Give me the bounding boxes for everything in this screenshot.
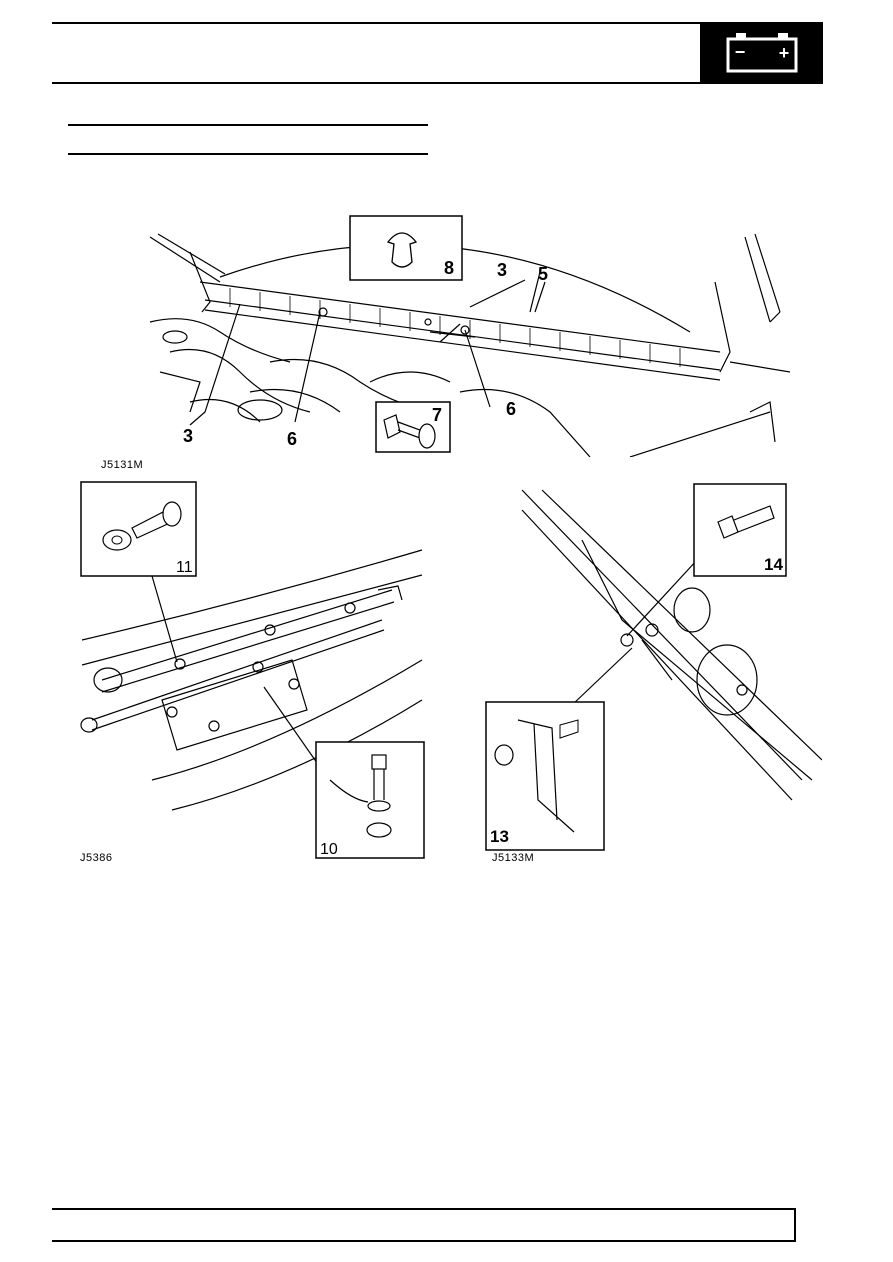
callout-11: 11 bbox=[176, 559, 193, 576]
wiper-linkage-illustration: 11 10 bbox=[80, 481, 425, 859]
callout-13: 13 bbox=[490, 827, 509, 846]
section-badge: − + bbox=[700, 22, 823, 84]
callout-14: 14 bbox=[764, 555, 783, 574]
battery-icon: − + bbox=[726, 33, 798, 73]
scuttle-illustration: 8 3 5 3 6 6 7 bbox=[149, 215, 791, 458]
header-top-rule bbox=[52, 22, 822, 24]
callout-7: 7 bbox=[432, 405, 442, 425]
title-rule-lower bbox=[68, 153, 428, 155]
header-bottom-rule bbox=[52, 82, 822, 84]
figure-code-j5386: J5386 bbox=[80, 852, 113, 864]
callout-6-left: 6 bbox=[287, 429, 297, 449]
battery-minus-label: − bbox=[735, 42, 746, 62]
figure-scuttle-panel: 8 3 5 3 6 6 7 bbox=[130, 212, 791, 458]
figure-code-j5131m: J5131M bbox=[101, 459, 144, 471]
figure-code-j5133m: J5133M bbox=[492, 852, 535, 864]
motor-mounting-illustration: 14 13 bbox=[485, 483, 823, 851]
figure-motor-mounting: 14 13 bbox=[482, 480, 823, 860]
callout-5: 5 bbox=[538, 264, 548, 284]
figure-wiper-linkage: 11 10 bbox=[72, 480, 432, 860]
callout-10: 10 bbox=[320, 841, 338, 858]
callout-8: 8 bbox=[444, 258, 454, 278]
title-rule-upper bbox=[68, 124, 428, 126]
callout-3-top: 3 bbox=[497, 260, 507, 280]
callout-6-right: 6 bbox=[506, 399, 516, 419]
battery-plus-label: + bbox=[779, 43, 790, 63]
callout-3-left: 3 bbox=[183, 426, 193, 446]
footer-frame bbox=[52, 1208, 796, 1242]
